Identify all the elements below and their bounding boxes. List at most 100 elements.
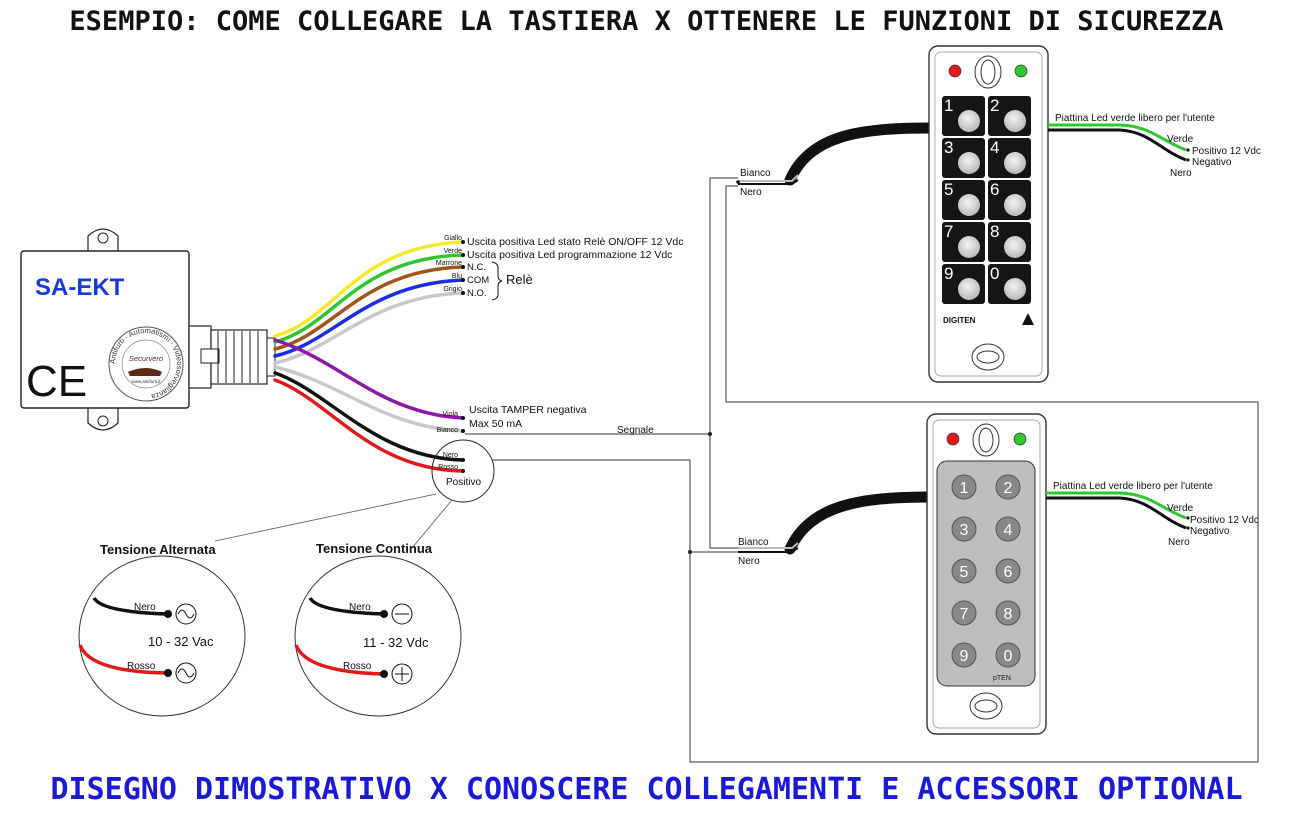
logo-url: www.antifurti.it bbox=[131, 379, 161, 384]
kp1-key-9: 9 bbox=[942, 264, 985, 304]
kp2-screw-bottom-icon bbox=[969, 692, 1003, 720]
dc-range: 11 - 32 Vdc bbox=[363, 635, 429, 650]
kp1-key-5: 5 bbox=[942, 180, 985, 220]
svg-text:7: 7 bbox=[960, 606, 969, 623]
kp2-key-6: 6 bbox=[995, 558, 1021, 584]
kp2-key-5: 5 bbox=[951, 558, 977, 584]
svg-text:0: 0 bbox=[1004, 648, 1013, 665]
output-tamper-max: Max 50 mA bbox=[469, 418, 522, 430]
segnale-label: Segnale bbox=[617, 425, 654, 436]
output-led-rele: Uscita positiva Led stato Relè ON/OFF 12… bbox=[467, 236, 684, 248]
power-dc: Tensione Continua Nero Rosso 11 - 32 Vdc bbox=[294, 541, 462, 717]
svg-text:5: 5 bbox=[944, 180, 953, 199]
keypad-2: Bianco Nero pTEN 1 2 3 4 5 6 7 8 9 0 Pia… bbox=[738, 413, 1259, 735]
wire-verde bbox=[273, 253, 465, 344]
lens-line-dc bbox=[411, 499, 453, 549]
svg-text:0: 0 bbox=[990, 264, 999, 283]
output-com: COM bbox=[467, 275, 489, 286]
svg-text:2: 2 bbox=[1004, 480, 1013, 497]
power-magnifier bbox=[431, 439, 495, 503]
kp1-key-0: 0 bbox=[988, 264, 1031, 304]
power-ac: Tensione Alternata Nero Rosso 10 - 32 Va… bbox=[78, 542, 246, 717]
kp1-bianco: Bianco bbox=[740, 168, 771, 179]
output-rele: Relè bbox=[506, 272, 533, 287]
module-name: SA-EKT bbox=[35, 274, 125, 301]
kp2-key-2: 2 bbox=[995, 474, 1021, 500]
svg-text:1: 1 bbox=[960, 480, 969, 497]
securvero-logo-icon: Antifurti · Automatismi · Videosorveglia… bbox=[108, 326, 184, 402]
wire-grigio bbox=[273, 291, 465, 365]
kp1-key-4: 4 bbox=[988, 138, 1031, 178]
kp1-brand: DIGITEN bbox=[943, 316, 976, 325]
kp1-logo-icon bbox=[1022, 313, 1034, 325]
dc-title: Tensione Continua bbox=[316, 541, 433, 556]
kp1-verde: Verde bbox=[1167, 134, 1194, 145]
kp1-negativo: Negativo bbox=[1192, 157, 1232, 168]
svg-text:4: 4 bbox=[990, 138, 999, 157]
kp2-key-1: 1 bbox=[951, 474, 977, 500]
dc-nero: Nero bbox=[349, 602, 371, 613]
footer-title: DISEGNO DIMOSTRATIVO X CONOSCERE COLLEGA… bbox=[50, 772, 1243, 807]
wire-terminals bbox=[461, 240, 465, 473]
svg-text:4: 4 bbox=[1004, 522, 1013, 539]
kp2-piattina: Piattina Led verde libero per l'utente bbox=[1053, 481, 1213, 492]
svg-text:7: 7 bbox=[944, 222, 953, 241]
svg-text:6: 6 bbox=[1004, 564, 1013, 581]
positivo-label: Positivo bbox=[446, 477, 481, 488]
kp1-key-6: 6 bbox=[988, 180, 1031, 220]
module-wires bbox=[273, 240, 465, 473]
logo-text: Securvero bbox=[129, 354, 163, 363]
kp1-nero-out: Nero bbox=[1170, 168, 1192, 179]
label-marrone: Marrone bbox=[436, 260, 462, 267]
kp1-screw-top-icon bbox=[974, 55, 1002, 89]
kp1-key-2: 2 bbox=[988, 96, 1031, 136]
svg-text:2: 2 bbox=[990, 96, 999, 115]
svg-text:3: 3 bbox=[960, 522, 969, 539]
wire-nero bbox=[273, 371, 465, 462]
label-nero: Nero bbox=[443, 452, 458, 459]
label-rosso: Rosso bbox=[438, 464, 458, 471]
kp2-key-9: 9 bbox=[951, 642, 977, 668]
svg-text:9: 9 bbox=[944, 264, 953, 283]
wire-bianco bbox=[273, 365, 465, 433]
signal-lines bbox=[465, 177, 1259, 763]
wire-giallo bbox=[273, 240, 465, 338]
kp2-key-3: 3 bbox=[951, 516, 977, 542]
ac-symbol-icon bbox=[175, 603, 197, 684]
kp2-nero: Nero bbox=[738, 556, 760, 567]
kp1-key-8: 8 bbox=[988, 222, 1031, 262]
kp1-piattina: Piattina Led verde libero per l'utente bbox=[1055, 113, 1215, 124]
kp2-led-red-icon bbox=[946, 432, 960, 446]
ac-title: Tensione Alternata bbox=[100, 542, 216, 557]
label-giallo: Giallo bbox=[444, 235, 462, 242]
wire-marrone bbox=[273, 265, 465, 351]
kp1-keys: 1 2 3 4 5 6 7 8 9 0 bbox=[942, 96, 1031, 304]
kp2-keys: 1 2 3 4 5 6 7 8 9 0 bbox=[951, 474, 1021, 668]
kp2-key-7: 7 bbox=[951, 600, 977, 626]
kp2-negativo: Negativo bbox=[1190, 526, 1230, 537]
ce-mark: CE bbox=[26, 357, 87, 406]
svg-text:1: 1 bbox=[944, 96, 953, 115]
kp1-led-red-icon bbox=[948, 64, 962, 78]
svg-text:8: 8 bbox=[1004, 606, 1013, 623]
kp2-key-0: 0 bbox=[995, 642, 1021, 668]
keypad-1: Bianco Nero DIGITEN 1 2 3 4 5 6 7 8 9 0 bbox=[736, 45, 1261, 383]
kp1-key-3: 3 bbox=[942, 138, 985, 178]
ac-nero: Nero bbox=[134, 602, 156, 613]
label-verde: Verde bbox=[444, 248, 462, 255]
output-tamper: Uscita TAMPER negativa bbox=[469, 404, 587, 416]
wire-viola bbox=[273, 338, 465, 420]
output-led-prog: Uscita positiva Led programmazione 12 Vd… bbox=[467, 249, 672, 261]
label-grigio: Grigio bbox=[443, 286, 462, 293]
dc-symbol-icon bbox=[391, 603, 413, 685]
output-no: N.O. bbox=[467, 288, 487, 299]
ac-rosso: Rosso bbox=[127, 661, 156, 672]
svg-text:3: 3 bbox=[944, 138, 953, 157]
kp2-screw-top-icon bbox=[972, 423, 1000, 457]
kp1-screw-bottom-icon bbox=[971, 343, 1005, 371]
kp2-bianco: Bianco bbox=[738, 537, 769, 548]
kp2-key-panel bbox=[936, 460, 1036, 687]
label-viola: Viola bbox=[443, 411, 459, 418]
kp2-key-4: 4 bbox=[995, 516, 1021, 542]
wire-rosso bbox=[273, 378, 465, 473]
